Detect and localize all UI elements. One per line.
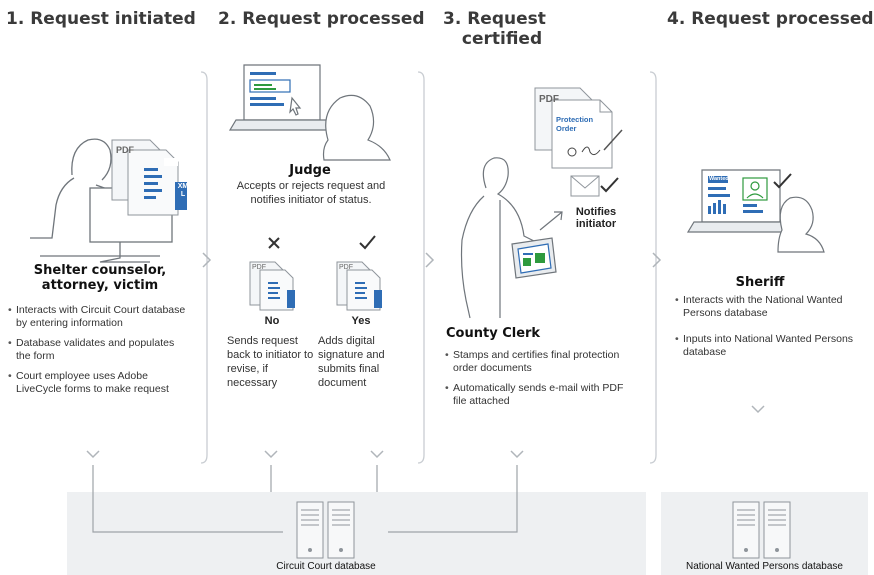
- national-db-label: National Wanted Persons database: [686, 561, 843, 572]
- judge-no-document-icon: [249, 261, 295, 311]
- judge-role: Judge: [289, 163, 331, 178]
- judge-yes-desc: Adds digital signature and submits final…: [318, 335, 385, 389]
- step-3-title-line2: certified: [461, 29, 543, 49]
- shelter-document-icon: [111, 139, 187, 216]
- shelter-pdf-tag: PDF: [116, 145, 134, 155]
- notifies-initiator-label: Notifies initiator: [563, 206, 629, 230]
- judge-yes-document-icon: [336, 261, 382, 311]
- step-2-title: 2. Request processed: [218, 9, 425, 29]
- sheriff-wanted-tag: Wanted: [709, 176, 729, 182]
- judge-laptop-illustration: [228, 64, 342, 131]
- clerk-pdf-tag: PDF: [539, 94, 559, 105]
- clerk-bullet: Automatically sends e-mail with PDF file…: [445, 382, 625, 408]
- shelter-bullet: Database validates and populates the for…: [8, 337, 186, 363]
- judge-no-label: No: [264, 315, 280, 327]
- circuit-db-label: Circuit Court database: [276, 561, 376, 572]
- circuit-db-panel: [67, 492, 646, 575]
- national-server-icon: [732, 501, 791, 559]
- down-chevron-icons: [86, 405, 765, 459]
- protection-order-document-icon: [534, 87, 623, 169]
- notifies-line1: Notifies: [575, 206, 617, 218]
- judge-no-pdf-tag: PDF: [252, 264, 266, 271]
- judge-desc: Accepts or rejects request and notifies …: [236, 180, 386, 206]
- sheriff-bullet: Inputs into National Wanted Persons data…: [675, 333, 855, 359]
- clerk-bullets: Stamps and certifies final protection or…: [445, 349, 625, 415]
- clerk-role: County Clerk: [446, 326, 541, 341]
- judge-person-illustration: [322, 94, 391, 161]
- email-envelope-icon: [570, 175, 600, 197]
- flow-chevron-icons: [202, 252, 662, 268]
- shelter-bullets: Interacts with Circuit Court database by…: [8, 304, 186, 403]
- reject-x-icon: [268, 237, 280, 249]
- notifies-line2: initiator: [575, 218, 617, 230]
- step-3-title-line1: 3. Request: [443, 9, 546, 29]
- clerk-person-illustration: [460, 157, 537, 319]
- shelter-role-line2: attorney, victim: [41, 278, 159, 293]
- shelter-bullet: Court employee uses Adobe LiveCycle form…: [8, 370, 186, 396]
- approve-check-icon: [359, 235, 376, 250]
- clerk-tablet-icon: [511, 237, 557, 279]
- notify-check-icon: [600, 177, 619, 193]
- step-3-title: 3. Request certified: [443, 9, 546, 49]
- protection-order-label: Protection Order: [556, 115, 593, 133]
- shelter-bullet: Interacts with Circuit Court database by…: [8, 304, 186, 330]
- judge-yes-label: Yes: [351, 315, 371, 327]
- judge-yes-pdf-tag: PDF: [339, 264, 353, 271]
- shelter-role-line1: Shelter counselor,: [33, 263, 167, 278]
- sheriff-check-icon: [773, 173, 792, 189]
- send-arrow-icon: [539, 211, 563, 231]
- protection-order-line2: Order: [556, 124, 577, 133]
- sheriff-person-illustration: [777, 196, 825, 253]
- sheriff-role: Sheriff: [735, 275, 785, 290]
- clerk-bullet: Stamps and certifies final protection or…: [445, 349, 625, 375]
- step-1-title: 1. Request initiated: [6, 9, 196, 29]
- sheriff-bullets: Interacts with the National Wanted Perso…: [675, 294, 855, 366]
- db-connector-lines: [92, 465, 518, 533]
- sheriff-bullet: Interacts with the National Wanted Perso…: [675, 294, 855, 320]
- circuit-server-icon: [296, 501, 355, 559]
- shelter-xml-tag: XML: [177, 183, 189, 198]
- step-4-title: 4. Request processed: [667, 9, 874, 29]
- column-separators: [200, 71, 657, 464]
- judge-no-desc: Sends request back to initiator to revis…: [227, 335, 314, 389]
- protection-order-line1: Protection: [556, 115, 594, 124]
- shelter-role: Shelter counselor, attorney, victim: [20, 263, 180, 293]
